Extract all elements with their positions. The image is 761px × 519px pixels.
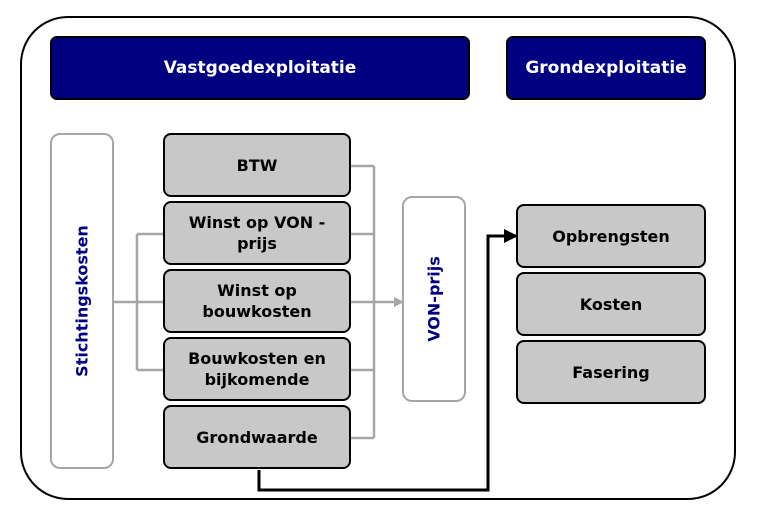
grond-item-kosten-label: Kosten [579,294,643,314]
component-bouwkosten: Bouwkosten en bijkomende [163,337,351,401]
component-winst-von: Winst op VON -prijs [163,201,351,265]
component-winst-bouwkosten-label: Winst op bouwkosten [202,281,312,321]
grond-item-opbrengsten: Opbrengsten [516,204,706,268]
component-btw: BTW [163,133,351,197]
header-grondexploitatie: Grondexploitatie [506,36,706,100]
von-prijs-box: VON-prijs [402,196,466,402]
stichtingskosten-label: Stichtingskosten [72,225,92,377]
header-grondexploitatie-label: Grondexploitatie [525,58,687,78]
stichtingskosten-bracket [114,232,165,372]
component-grondwaarde-label: Grondwaarde [196,427,318,447]
component-grondwaarde: Grondwaarde [163,405,351,469]
component-winst-bouwkosten: Winst op bouwkosten [163,269,351,333]
header-vastgoedexploitatie: Vastgoedexploitatie [50,36,470,100]
stichtingskosten-box: Stichtingskosten [50,133,114,469]
von-prijs-label: VON-prijs [424,256,444,342]
grond-item-kosten: Kosten [516,272,706,336]
header-vastgoedexploitatie-label: Vastgoedexploitatie [163,58,357,78]
grond-item-opbrengsten-label: Opbrengsten [552,226,670,246]
component-btw-label: BTW [236,155,278,175]
grondwaarde-to-opbrengsten-arrow [257,229,518,492]
grond-item-fasering-label: Fasering [572,362,650,382]
grond-item-fasering: Fasering [516,340,706,404]
component-bouwkosten-label: Bouwkosten en bijkomende [188,349,326,389]
component-winst-von-label: Winst op VON -prijs [188,213,326,253]
